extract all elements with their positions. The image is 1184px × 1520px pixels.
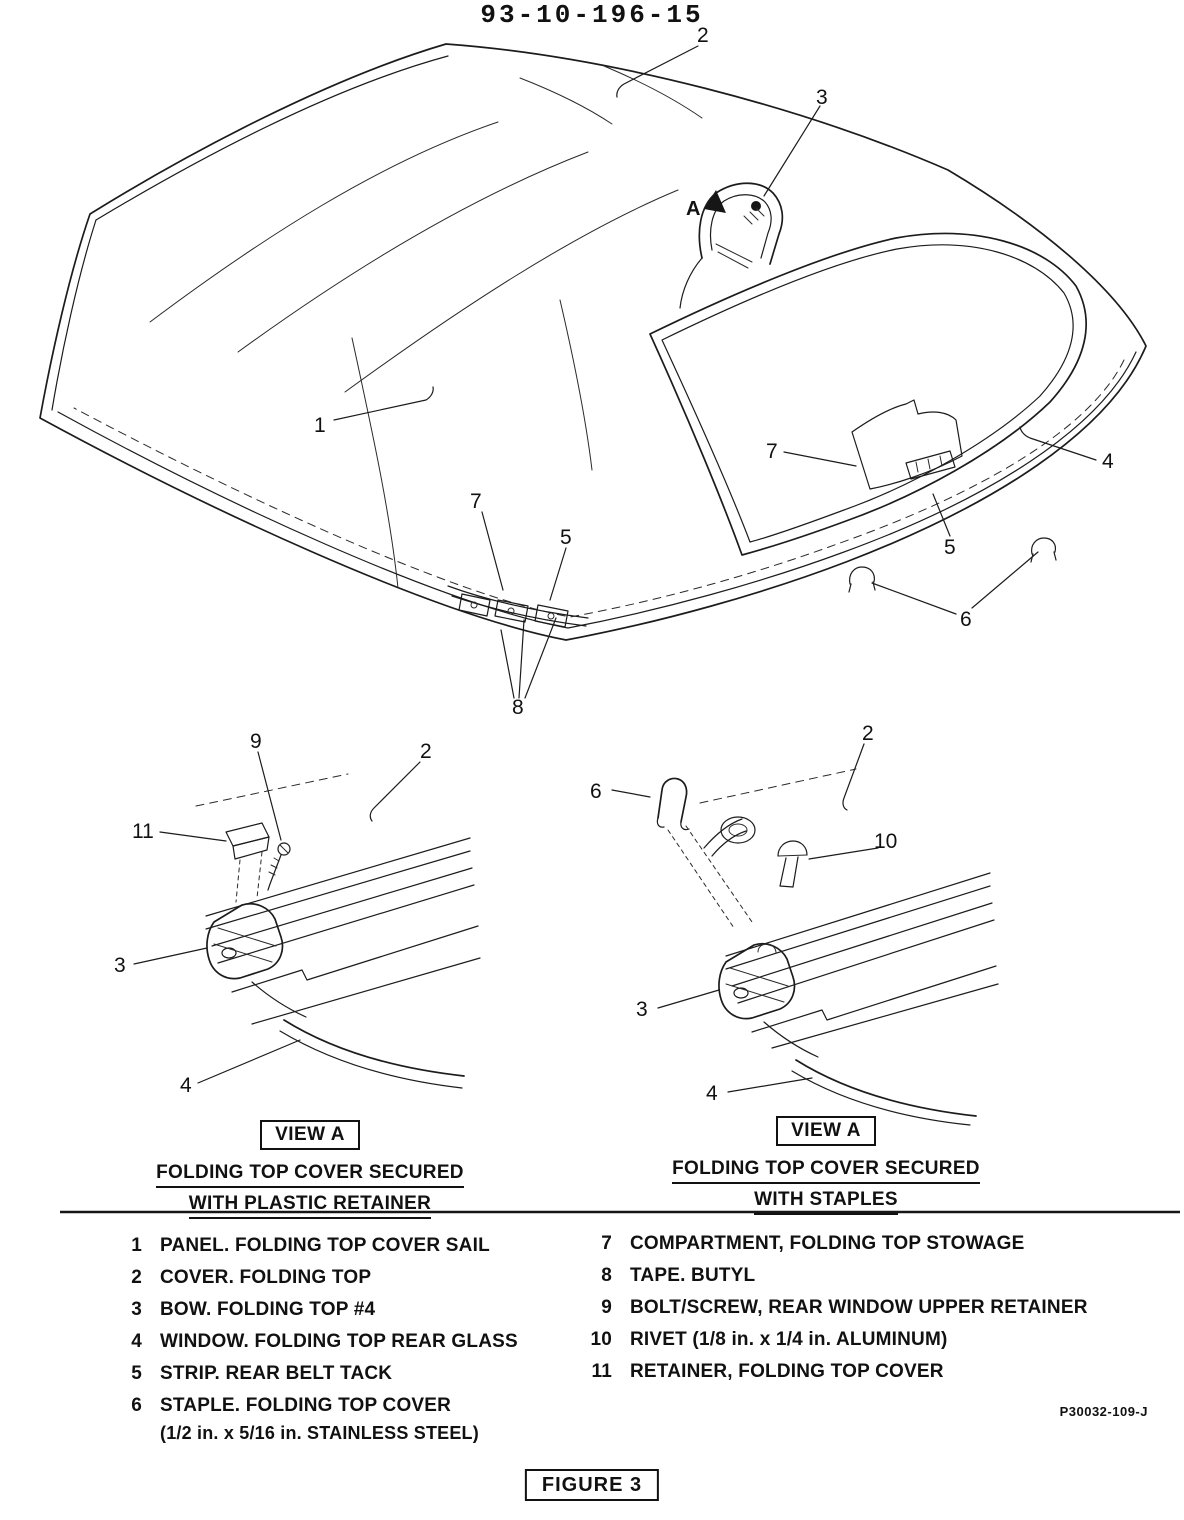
legend-item: 6 STAPLE. FOLDING TOP COVER (1/2 in. x 5… <box>108 1390 578 1444</box>
callout-9: 9 <box>250 730 262 753</box>
legend-left-column: 1 PANEL. FOLDING TOP COVER SAIL 2 COVER.… <box>108 1230 578 1444</box>
legend-item: 3 BOW. FOLDING TOP #4 <box>108 1294 578 1326</box>
caption-plastic-retainer: VIEW A FOLDING TOP COVER SECURED WITH PL… <box>130 1120 490 1219</box>
view-a-arrow-label: A <box>686 198 700 220</box>
rivet-icon <box>777 840 808 888</box>
callout-6: 6 <box>590 780 602 803</box>
legend-item-text: STAPLE. FOLDING TOP COVER <box>160 1395 452 1416</box>
legend-item-number: 2 <box>131 1267 142 1288</box>
detail-view-plastic-retainer: 9 2 11 3 4 <box>114 730 481 1097</box>
caption-staples: VIEW A FOLDING TOP COVER SECURED WITH ST… <box>646 1116 1006 1215</box>
legend-item-text: BOW. FOLDING TOP #4 <box>160 1299 376 1320</box>
callout-3: 3 <box>816 86 828 109</box>
callout-2: 2 <box>697 24 709 47</box>
callout-7: 7 <box>470 490 482 513</box>
callout-3: 3 <box>636 998 648 1021</box>
legend-item-number: 6 <box>131 1395 142 1416</box>
legend-item: 1 PANEL. FOLDING TOP COVER SAIL <box>108 1230 578 1262</box>
callout-8: 8 <box>512 696 524 719</box>
legend-item: 9 BOLT/SCREW, REAR WINDOW UPPER RETAINER <box>578 1292 1098 1324</box>
belt-tack-detail <box>447 585 589 628</box>
plastic-retainer-icon <box>225 822 270 860</box>
legend-item-subtext: (1/2 in. x 5/16 in. STAINLESS STEEL) <box>160 1423 479 1443</box>
callout-11: 11 <box>132 820 154 843</box>
caption-line-1: FOLDING TOP COVER SECURED <box>672 1158 980 1184</box>
legend-item: 5 STRIP. REAR BELT TACK <box>108 1358 578 1390</box>
callout-7: 7 <box>766 440 778 463</box>
main-leaders <box>333 45 1097 699</box>
figure-label: FIGURE 3 <box>524 1469 660 1501</box>
caption-line-1: FOLDING TOP COVER SECURED <box>156 1162 464 1188</box>
callout-4: 4 <box>1102 450 1114 473</box>
legend-item-number: 1 <box>131 1235 142 1256</box>
legend-item-text: COMPARTMENT, FOLDING TOP STOWAGE <box>630 1233 1025 1254</box>
callout-5: 5 <box>944 536 956 559</box>
callout-1: 1 <box>314 414 326 437</box>
legend-item-number: 5 <box>131 1363 142 1384</box>
callout-4: 4 <box>180 1074 192 1097</box>
legend-item-number: 9 <box>601 1297 612 1318</box>
plate-number: P30032-109-J <box>1059 1404 1148 1419</box>
legend-item-text: BOLT/SCREW, REAR WINDOW UPPER RETAINER <box>630 1297 1088 1318</box>
legend-item-number: 4 <box>131 1331 142 1352</box>
legend-item: 10 RIVET (1/8 in. x 1/4 in. ALUMINUM) <box>578 1324 1098 1356</box>
screw-icon <box>267 842 291 891</box>
staple-icon <box>656 777 690 831</box>
caption-line-2: WITH PLASTIC RETAINER <box>188 1193 432 1219</box>
legend-item-number: 11 <box>591 1361 612 1382</box>
callout-3: 3 <box>114 954 126 977</box>
legend-item-number: 8 <box>601 1265 612 1286</box>
callout-2: 2 <box>420 740 432 763</box>
legend-item-text: WINDOW. FOLDING TOP REAR GLASS <box>160 1331 518 1352</box>
caption-line-2: WITH STAPLES <box>754 1189 898 1215</box>
legend-item: 8 TAPE. BUTYL <box>578 1260 1098 1292</box>
bow-bracket <box>206 902 284 980</box>
callout-5: 5 <box>560 526 572 549</box>
legend-item: 11 RETAINER, FOLDING TOP COVER <box>578 1356 1098 1388</box>
legend-right-column: 7 COMPARTMENT, FOLDING TOP STOWAGE 8 TAP… <box>578 1228 1098 1388</box>
bow-latch-detail <box>679 182 784 309</box>
detail-view-staples: 6 2 10 3 4 <box>590 722 999 1126</box>
callout-4: 4 <box>706 1082 718 1105</box>
legend-item: 2 COVER. FOLDING TOP <box>108 1262 578 1294</box>
view-a-arrow-icon <box>704 190 726 213</box>
view-a-box: VIEW A <box>260 1120 360 1150</box>
legend-item-text: PANEL. FOLDING TOP COVER SAIL <box>160 1235 490 1256</box>
legend-item-text: RIVET (1/8 in. x 1/4 in. ALUMINUM) <box>630 1329 948 1350</box>
callout-10: 10 <box>874 830 897 853</box>
doc-number: 93-10-196-15 <box>480 0 704 30</box>
legend-item: 4 WINDOW. FOLDING TOP REAR GLASS <box>108 1326 578 1358</box>
legend-item-number: 3 <box>131 1299 142 1320</box>
view-a-box: VIEW A <box>776 1116 876 1146</box>
legend-item-text: RETAINER, FOLDING TOP COVER <box>630 1361 944 1382</box>
stowage-compartment <box>851 399 963 490</box>
legend-item: 7 COMPARTMENT, FOLDING TOP STOWAGE <box>578 1228 1098 1260</box>
main-illustration: A <box>39 24 1147 719</box>
legend-item-text: STRIP. REAR BELT TACK <box>160 1363 393 1384</box>
callout-2: 2 <box>862 722 874 745</box>
legend-item-number: 7 <box>601 1233 612 1254</box>
legend-item-text: COVER. FOLDING TOP <box>160 1267 372 1288</box>
legend-item-number: 10 <box>590 1329 612 1350</box>
callout-6: 6 <box>960 608 972 631</box>
figure-label-wrap: FIGURE 3 <box>524 1469 660 1501</box>
legend-item-text: TAPE. BUTYL <box>630 1265 756 1286</box>
